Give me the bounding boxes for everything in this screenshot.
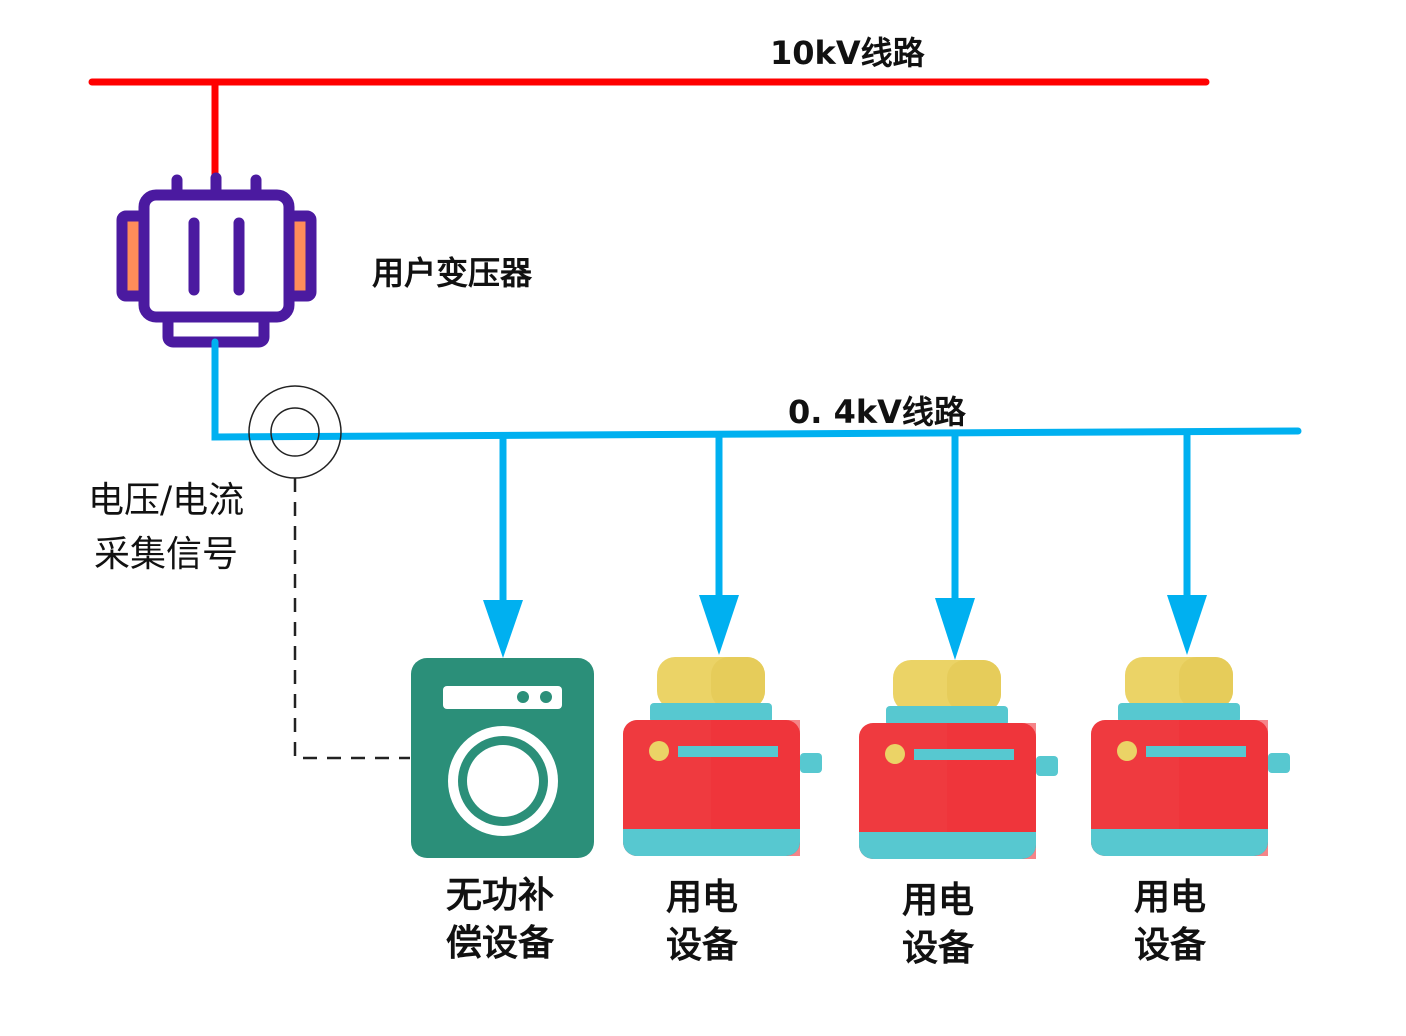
arrow-compensator bbox=[483, 436, 523, 658]
load1-label-2: 设备 bbox=[666, 925, 739, 966]
signal-label-2: 采集信号 bbox=[94, 534, 238, 575]
load3-label-2: 设备 bbox=[1134, 925, 1207, 966]
lv-line-label: 0. 4kV线路 bbox=[788, 393, 967, 431]
toaster-icon bbox=[1091, 657, 1290, 856]
compensator-label-1: 无功补 bbox=[446, 875, 554, 916]
load2-label-1: 用电 bbox=[902, 880, 974, 921]
signal-line bbox=[293, 478, 410, 760]
transformer-icon bbox=[116, 172, 317, 348]
arrow-load3 bbox=[1167, 433, 1207, 655]
arrow-load1 bbox=[699, 435, 739, 655]
washing-machine-icon bbox=[411, 658, 594, 858]
transformer-label: 用户变压器 bbox=[372, 254, 533, 292]
load1-label-1: 用电 bbox=[666, 877, 738, 918]
load2-label-2: 设备 bbox=[902, 928, 975, 969]
compensator-label-2: 偿设备 bbox=[446, 923, 555, 964]
hv-line-label: 10kV线路 bbox=[770, 34, 926, 72]
toaster-icon bbox=[623, 657, 822, 856]
feeder-arrows bbox=[483, 433, 1207, 660]
lv-line bbox=[211, 338, 1302, 441]
signal-label-1: 电压/电流 bbox=[88, 480, 244, 521]
load3-label-1: 用电 bbox=[1134, 877, 1206, 918]
arrow-load2 bbox=[935, 434, 975, 660]
toaster-icon bbox=[859, 660, 1058, 859]
current-transformer-icon bbox=[248, 385, 342, 479]
